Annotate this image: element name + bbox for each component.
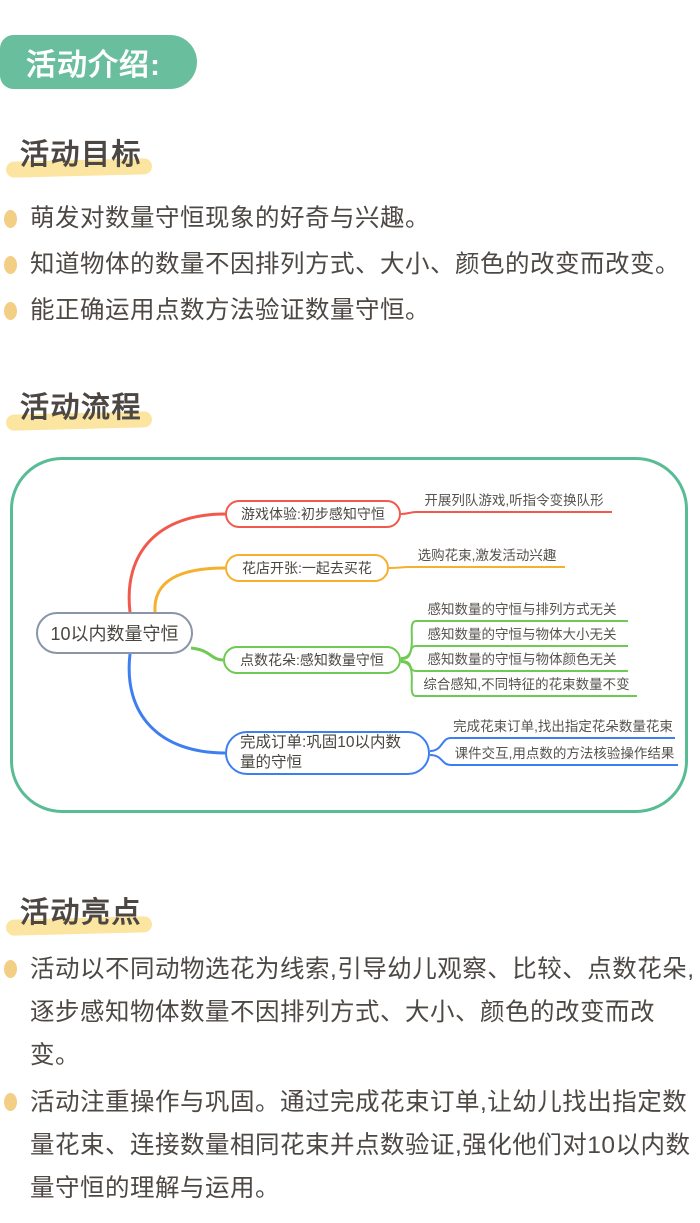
goal-text: 知道物体的数量不因排列方式、大小、颜色的改变而改变。 bbox=[30, 251, 680, 278]
mindmap-branch-counting: 点数花朵:感知数量守恒 bbox=[223, 646, 401, 674]
bullet-dot-icon bbox=[4, 256, 17, 274]
bullet-dot-icon bbox=[4, 960, 17, 978]
connector-red-leaf bbox=[400, 511, 417, 515]
section-heading-highlights: 活动亮点 bbox=[5, 889, 153, 936]
bullet-dot-icon bbox=[4, 1093, 17, 1111]
bullet-dot-icon bbox=[4, 210, 17, 228]
mindmap-leaf: 选购花束,激发活动兴趣 bbox=[409, 542, 565, 568]
section-heading-process-text: 活动流程 bbox=[20, 392, 143, 424]
connector-green-leaf-4 bbox=[400, 661, 417, 697]
connector-blue bbox=[127, 653, 226, 755]
goal-text: 萌发对数量守恒现象的好奇与兴趣。 bbox=[30, 205, 430, 232]
connector-green-leaf-1 bbox=[400, 620, 417, 659]
connector-green bbox=[190, 646, 224, 662]
mindmap-leaf: 综合感知,不同特征的花束数量不变 bbox=[416, 671, 637, 697]
mindmap-leaf: 开展列队游戏,听指令变换队形 bbox=[416, 487, 612, 513]
mindmap-root-node: 10以内数量守恒 bbox=[36, 612, 193, 654]
mindmap-connectors bbox=[127, 511, 452, 766]
goals-bullet-list: 萌发对数量守恒现象的好奇与兴趣。 知道物体的数量不因排列方式、大小、颜色的改变而… bbox=[0, 196, 700, 334]
bullet-dot-icon bbox=[4, 302, 17, 320]
connector-blue-leaf-2 bbox=[429, 754, 452, 766]
highlight-text: 活动注重操作与巩固。通过完成花束订单,让幼儿找出指定数量花束、连接数量相同花束并… bbox=[30, 1089, 691, 1202]
connector-red bbox=[127, 512, 226, 613]
mindmap-branch-game: 游戏体验:初步感知守恒 bbox=[225, 500, 401, 528]
section-heading-goals-text: 活动目标 bbox=[20, 139, 143, 171]
highlight-text: 活动以不同动物选花为线索,引导幼儿观察、比较、点数花朵,逐步感知物体数量不因排列… bbox=[30, 956, 695, 1069]
connector-blue-leaf-1 bbox=[429, 737, 452, 752]
mindmap-branch-order: 完成订单:巩固10以内数量的守恒 bbox=[225, 731, 430, 775]
connector-green-leaf-2 bbox=[400, 645, 417, 660]
mindmap-container: 10以内数量守恒 游戏体验:初步感知守恒 花店开张:一起去买花 点数花朵:感知数… bbox=[10, 457, 688, 813]
connector-yellow bbox=[153, 566, 226, 613]
page-title: 活动介绍: bbox=[0, 35, 197, 89]
connector-yellow-leaf bbox=[388, 566, 410, 569]
section-heading-goals: 活动目标 bbox=[5, 131, 153, 178]
mindmap-leaf: 感知数量的守恒与物体颜色无关 bbox=[416, 646, 628, 672]
highlights-bullet-list: 活动以不同动物选花为线索,引导幼儿观察、比较、点数花朵,逐步感知物体数量不因排列… bbox=[0, 948, 700, 1214]
mindmap-leaf: 感知数量的守恒与物体大小无关 bbox=[416, 621, 628, 647]
section-heading-process: 活动流程 bbox=[5, 384, 153, 431]
list-item: 知道物体的数量不因排列方式、大小、颜色的改变而改变。 bbox=[0, 242, 700, 288]
mindmap-leaf: 感知数量的守恒与排列方式无关 bbox=[416, 596, 628, 622]
list-item: 活动以不同动物选花为线索,引导幼儿观察、比较、点数花朵,逐步感知物体数量不因排列… bbox=[0, 948, 700, 1077]
mindmap-leaf: 课件交互,用点数的方法核验操作结果 bbox=[451, 740, 678, 766]
section-heading-highlights-text: 活动亮点 bbox=[20, 897, 143, 929]
goal-text: 能正确运用点数方法验证数量守恒。 bbox=[30, 297, 430, 324]
mindmap-leaf: 完成花束订单,找出指定花朵数量花束 bbox=[451, 713, 675, 739]
mindmap-branch-flowershop: 花店开张:一起去买花 bbox=[225, 554, 389, 582]
list-item: 能正确运用点数方法验证数量守恒。 bbox=[0, 288, 700, 334]
list-item: 萌发对数量守恒现象的好奇与兴趣。 bbox=[0, 196, 700, 242]
list-item: 活动注重操作与巩固。通过完成花束订单,让幼儿找出指定数量花束、连接数量相同花束并… bbox=[0, 1081, 700, 1210]
